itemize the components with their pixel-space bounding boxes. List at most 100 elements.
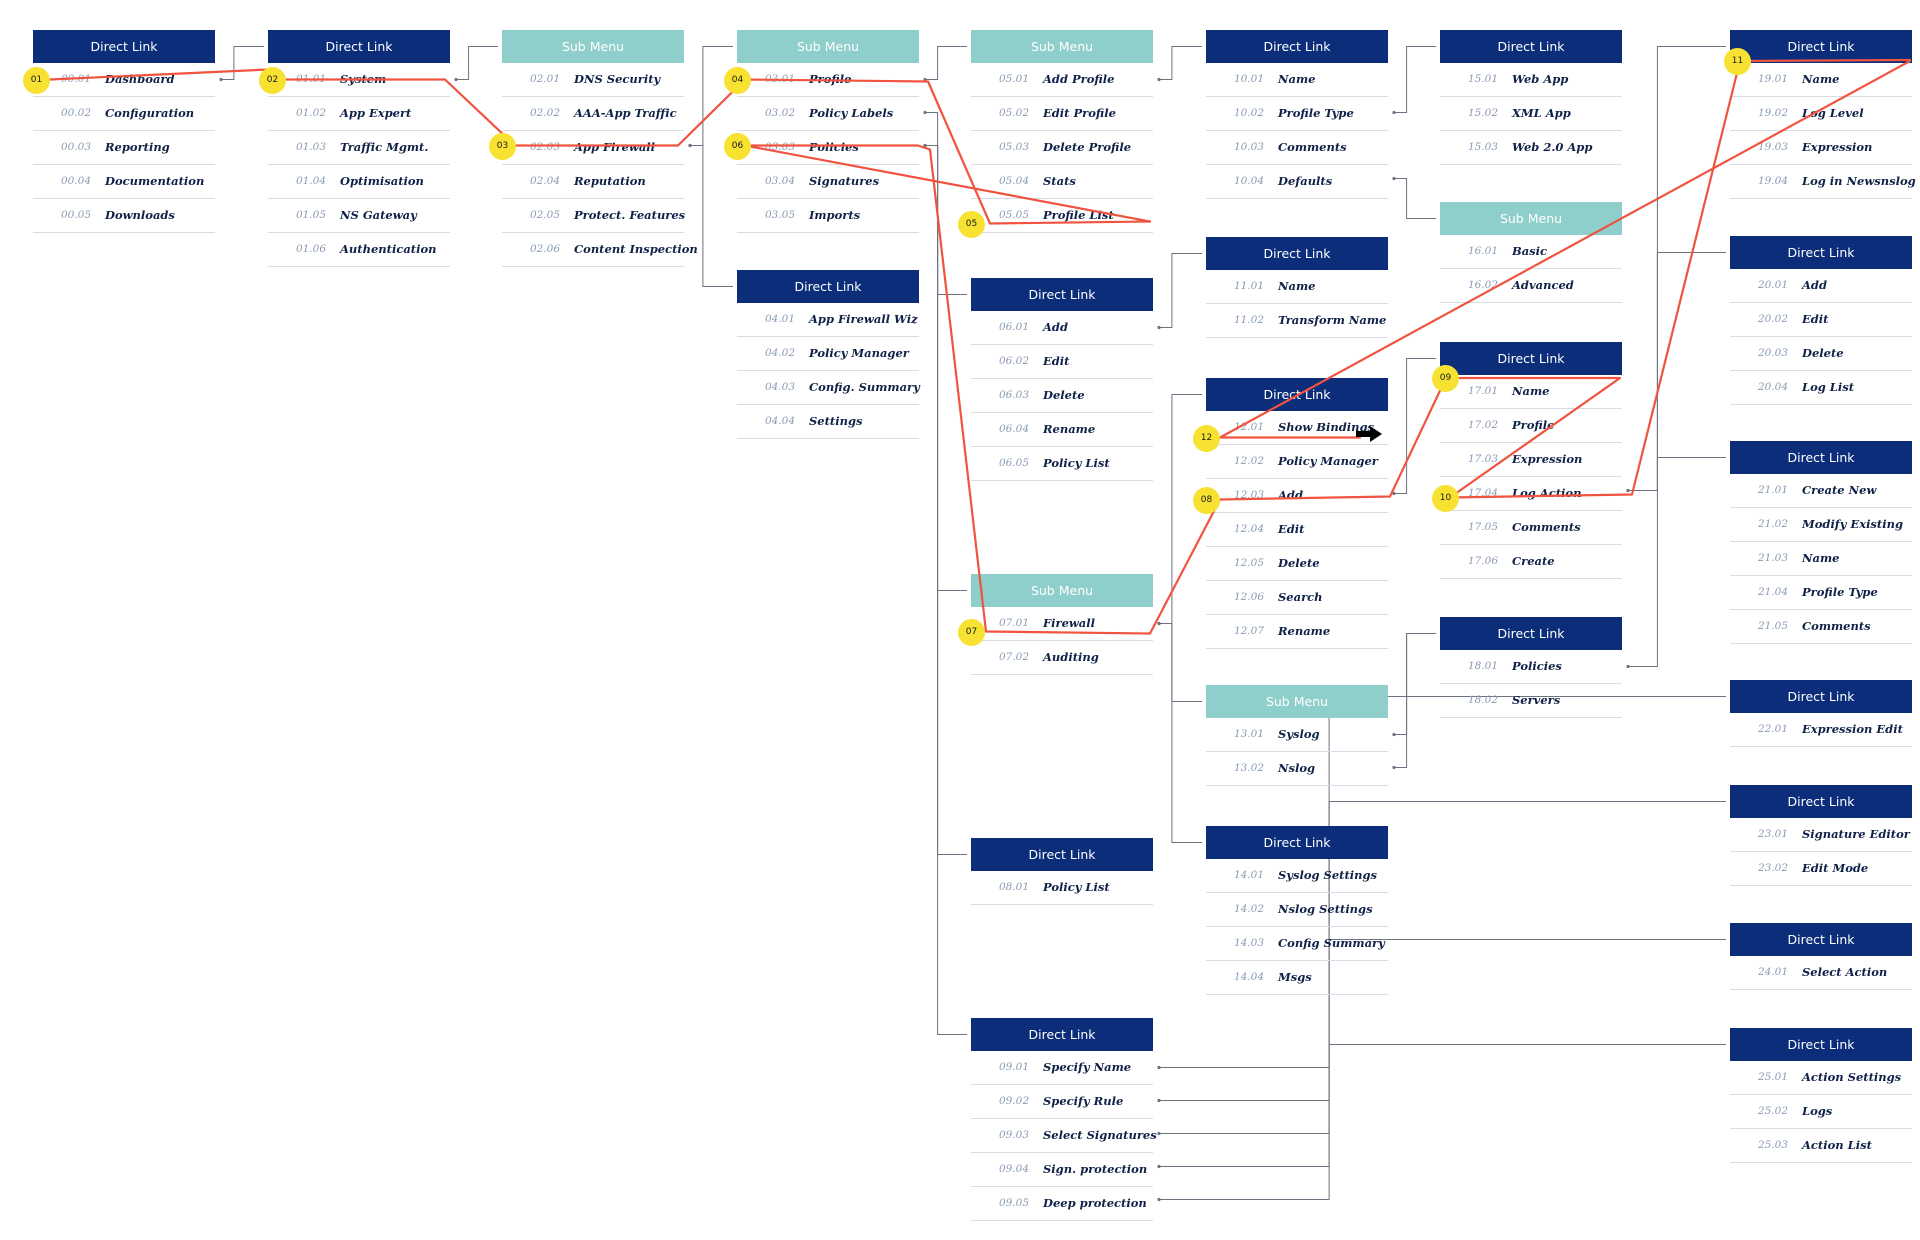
direct-link-header[interactable]: Direct Link xyxy=(1440,342,1622,375)
direct-link-header[interactable]: Direct Link xyxy=(1730,680,1912,713)
direct-link-header[interactable]: Direct Link xyxy=(1730,923,1912,956)
direct-link-header[interactable]: Direct Link xyxy=(1730,441,1912,474)
direct-link-header[interactable]: Direct Link xyxy=(971,278,1153,311)
sub-menu-header[interactable]: Sub Menu xyxy=(1440,202,1622,235)
direct-link-header[interactable]: Direct Link xyxy=(1206,826,1388,859)
direct-link-header[interactable]: Direct Link xyxy=(1206,30,1388,63)
direct-link-header[interactable]: Direct Link xyxy=(1440,30,1622,63)
direct-link-header[interactable]: Direct Link xyxy=(971,838,1153,871)
direct-link-header[interactable]: Direct Link xyxy=(1730,236,1912,269)
sub-menu-header[interactable]: Sub Menu xyxy=(1206,685,1388,718)
direct-link-header[interactable]: Direct Link xyxy=(1440,617,1622,650)
sub-menu-header[interactable]: Sub Menu xyxy=(971,574,1153,607)
direct-link-header[interactable]: Direct Link xyxy=(33,30,215,63)
direct-link-header[interactable]: Direct Link xyxy=(737,270,919,303)
direct-link-header[interactable]: Direct Link xyxy=(1206,378,1388,411)
sub-menu-header[interactable]: Sub Menu xyxy=(502,30,684,63)
direct-link-header[interactable]: Direct Link xyxy=(1730,30,1912,63)
